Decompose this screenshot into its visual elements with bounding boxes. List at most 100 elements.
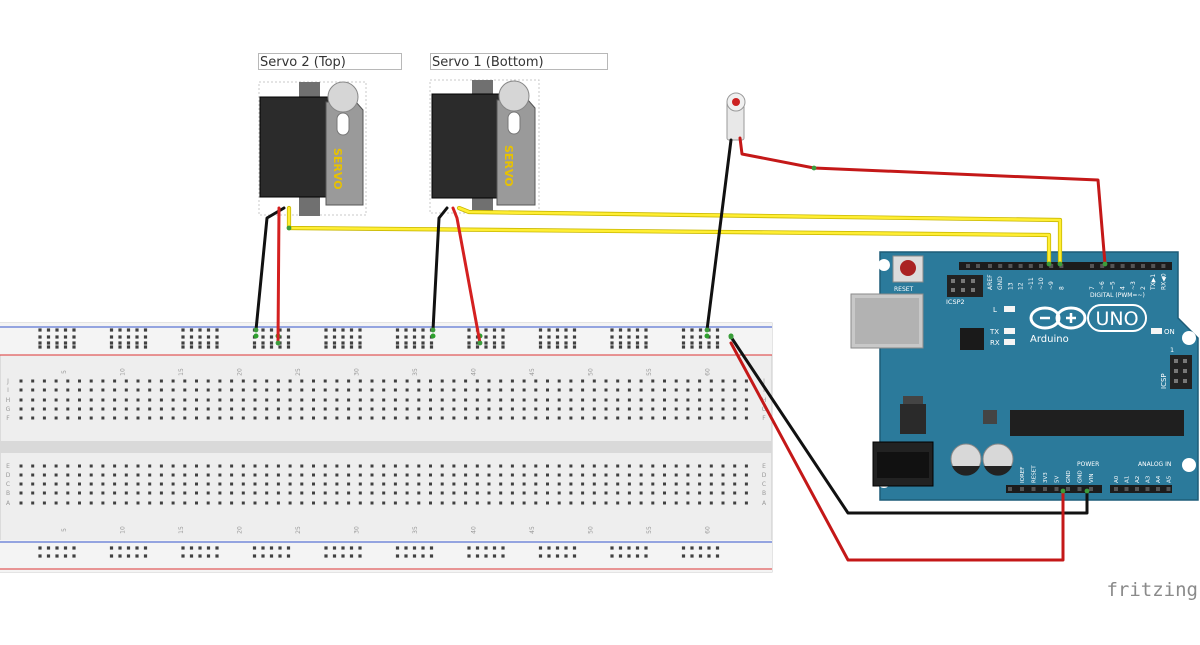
terminal-hole[interactable] <box>487 491 491 495</box>
terminal-hole[interactable] <box>651 482 655 486</box>
terminal-hole[interactable] <box>698 388 702 392</box>
terminal-hole[interactable] <box>89 416 93 420</box>
terminal-hole[interactable] <box>557 379 561 383</box>
terminal-hole[interactable] <box>195 407 198 411</box>
rail-hole[interactable] <box>286 345 291 349</box>
rail-hole[interactable] <box>358 546 362 550</box>
terminal-hole[interactable] <box>347 491 351 495</box>
terminal-hole[interactable] <box>265 379 269 383</box>
terminal-hole[interactable] <box>31 501 35 505</box>
terminal-hole[interactable] <box>265 464 269 468</box>
rail-hole[interactable] <box>538 335 543 339</box>
terminal-hole[interactable] <box>522 491 526 495</box>
terminal-hole[interactable] <box>312 464 315 468</box>
rail-hole[interactable] <box>278 328 282 332</box>
terminal-hole[interactable] <box>312 398 315 402</box>
terminal-hole[interactable] <box>113 464 117 468</box>
terminal-hole[interactable] <box>616 501 620 505</box>
terminal-hole[interactable] <box>66 398 70 402</box>
rail-hole[interactable] <box>55 341 59 345</box>
terminal-hole[interactable] <box>206 388 210 392</box>
rail-hole[interactable] <box>109 335 114 339</box>
terminal-hole[interactable] <box>651 416 655 420</box>
analog-pin[interactable] <box>1114 487 1118 491</box>
terminal-hole[interactable] <box>382 379 386 383</box>
terminal-hole[interactable] <box>627 379 631 383</box>
rail-hole[interactable] <box>404 546 408 550</box>
terminal-hole[interactable] <box>253 416 257 420</box>
rail-hole[interactable] <box>189 341 194 345</box>
rail-hole[interactable] <box>143 341 148 345</box>
terminal-hole[interactable] <box>475 416 479 420</box>
terminal-hole[interactable] <box>440 482 444 486</box>
terminal-hole[interactable] <box>124 379 128 383</box>
rail-hole[interactable] <box>189 345 194 349</box>
terminal-hole[interactable] <box>744 491 748 495</box>
terminal-hole[interactable] <box>195 491 198 495</box>
terminal-hole[interactable] <box>440 379 444 383</box>
terminal-hole[interactable] <box>136 379 140 383</box>
rail-hole[interactable] <box>46 335 51 339</box>
terminal-hole[interactable] <box>54 398 58 402</box>
rail-hole[interactable] <box>269 335 274 339</box>
terminal-hole[interactable] <box>124 473 128 477</box>
rail-hole[interactable] <box>72 546 76 550</box>
rail-hole[interactable] <box>690 546 694 550</box>
rail-hole[interactable] <box>475 341 480 345</box>
terminal-hole[interactable] <box>452 407 456 411</box>
rail-hole[interactable] <box>181 328 185 332</box>
terminal-hole[interactable] <box>370 473 374 477</box>
rail-hole[interactable] <box>38 554 42 558</box>
terminal-hole[interactable] <box>709 464 713 468</box>
rail-hole[interactable] <box>618 328 623 332</box>
icsp2-pin[interactable] <box>951 279 955 283</box>
terminal-hole[interactable] <box>241 398 245 402</box>
terminal-hole[interactable] <box>674 464 678 468</box>
terminal-hole[interactable] <box>78 501 81 505</box>
terminal-hole[interactable] <box>206 407 210 411</box>
terminal-hole[interactable] <box>113 416 117 420</box>
rail-hole[interactable] <box>627 335 631 339</box>
terminal-hole[interactable] <box>300 407 304 411</box>
terminal-hole[interactable] <box>241 407 245 411</box>
terminal-hole[interactable] <box>312 501 315 505</box>
rail-hole[interactable] <box>341 554 345 558</box>
rail-hole[interactable] <box>215 554 219 558</box>
rail-hole[interactable] <box>627 345 631 349</box>
servo2-power-wire[interactable] <box>276 206 281 345</box>
terminal-hole[interactable] <box>546 416 549 420</box>
terminal-hole[interactable] <box>721 379 725 383</box>
rail-hole[interactable] <box>644 335 648 339</box>
terminal-hole[interactable] <box>54 388 58 392</box>
rail-hole[interactable] <box>681 554 686 558</box>
terminal-hole[interactable] <box>136 398 140 402</box>
rail-hole[interactable] <box>412 328 417 332</box>
terminal-hole[interactable] <box>148 379 152 383</box>
terminal-hole[interactable] <box>78 464 81 468</box>
terminal-hole[interactable] <box>686 501 690 505</box>
terminal-hole[interactable] <box>569 464 573 468</box>
terminal-hole[interactable] <box>721 464 725 468</box>
rail-hole[interactable] <box>135 328 139 332</box>
terminal-hole[interactable] <box>464 473 468 477</box>
terminal-hole[interactable] <box>265 473 269 477</box>
terminal-hole[interactable] <box>159 491 163 495</box>
rail-hole[interactable] <box>72 345 76 349</box>
rail-hole[interactable] <box>618 335 623 339</box>
terminal-hole[interactable] <box>288 482 292 486</box>
terminal-hole[interactable] <box>604 379 608 383</box>
terminal-hole[interactable] <box>230 407 234 411</box>
rail-hole[interactable] <box>412 345 417 349</box>
terminal-hole[interactable] <box>639 501 643 505</box>
terminal-hole[interactable] <box>464 379 468 383</box>
terminal-hole[interactable] <box>66 407 70 411</box>
rail-hole[interactable] <box>143 335 148 339</box>
terminal-hole[interactable] <box>206 491 210 495</box>
wire-endpoint[interactable] <box>275 340 281 346</box>
terminal-hole[interactable] <box>218 482 222 486</box>
icsp2-pin[interactable] <box>961 279 965 283</box>
rail-hole[interactable] <box>269 328 274 332</box>
terminal-hole[interactable] <box>124 464 128 468</box>
terminal-hole[interactable] <box>721 482 725 486</box>
terminal-hole[interactable] <box>113 501 117 505</box>
